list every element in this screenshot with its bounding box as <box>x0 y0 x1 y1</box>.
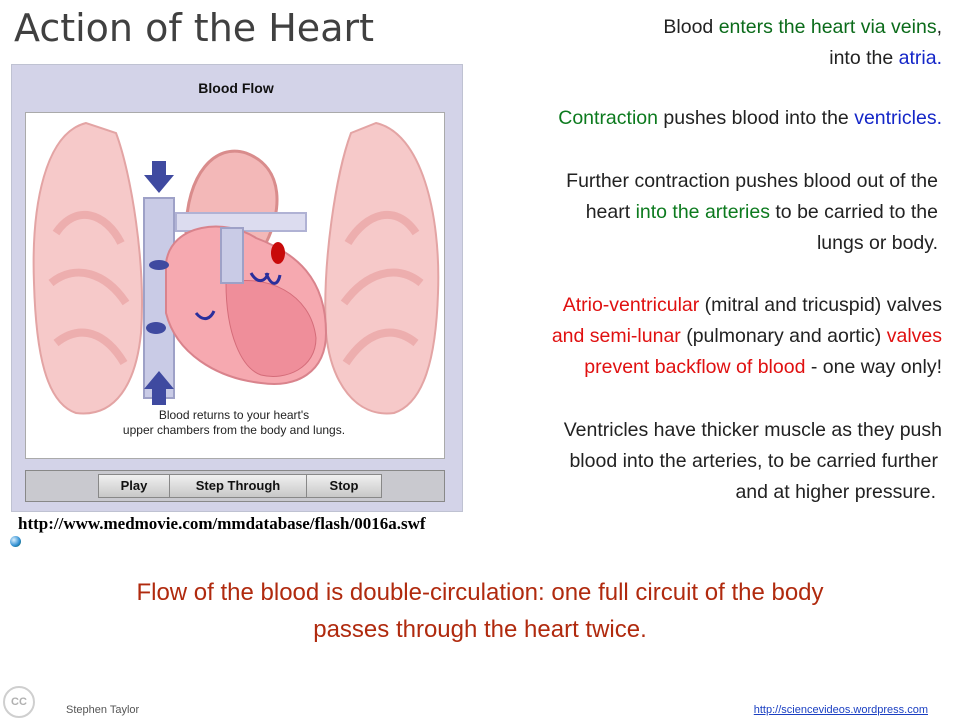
source-url[interactable]: http://www.medmovie.com/mmdatabase/flash… <box>18 514 426 533</box>
heart-illustration <box>32 121 440 415</box>
text-segment: prevent backflow of blood <box>584 356 806 378</box>
caption-line: upper chambers from the body and lungs. <box>122 423 346 437</box>
paragraph-ventricles: Ventricles have thicker muscle as they p… <box>564 415 942 508</box>
text-segment: lungs or body. <box>816 232 938 254</box>
flash-title: Blood Flow <box>198 80 274 96</box>
author-name: Stephen Taylor <box>66 704 140 716</box>
summary-line: Flow of the blood is double-circulation:… <box>136 579 824 606</box>
text-segment: (mitral and tricuspid) valves <box>699 294 942 316</box>
text-segment: - one way only! <box>805 356 942 378</box>
summary-line: passes through the heart twice. <box>313 616 647 643</box>
flash-controls: Play Step Through Stop <box>25 470 445 502</box>
text-segment: blood into the arteries, to be carried f… <box>569 450 938 472</box>
play-button[interactable]: Play <box>98 474 170 498</box>
text-segment: Further contraction pushes blood out of … <box>566 170 938 192</box>
flash-caption: Blood returns to your heart's upper cham… <box>25 408 443 438</box>
text-segment: valves <box>886 325 942 347</box>
text-segment: enters the heart via veins <box>718 16 937 38</box>
text-segment: into the arteries <box>635 201 770 223</box>
text-segment: Contraction <box>558 107 658 129</box>
paragraph-veins: Blood enters the heart via veins, into t… <box>663 12 942 74</box>
paragraph-valves: Atrio-ventricular (mitral and tricuspid)… <box>552 290 942 383</box>
caption-line: Blood returns to your heart's <box>158 408 310 422</box>
text-segment: . <box>936 107 942 129</box>
slide-title: Action of the Heart <box>14 6 374 50</box>
text-segment: ventricles <box>854 107 937 129</box>
text-segment: into the <box>829 47 899 69</box>
text-segment: atria. <box>898 47 942 69</box>
text-segment: , <box>936 16 942 38</box>
globe-icon <box>10 536 21 547</box>
text-segment: and at higher pressure. <box>735 481 936 503</box>
paragraph-further-contraction: Further contraction pushes blood out of … <box>566 166 938 259</box>
text-segment: pushes blood into the <box>657 107 855 129</box>
heart-diagram[interactable] <box>25 112 445 459</box>
text-segment: to be carried to the <box>769 201 938 223</box>
text-segment: Blood <box>663 16 719 38</box>
footer-link[interactable]: http://sciencevideos.wordpress.com <box>753 704 928 716</box>
text-segment: and semi-lunar <box>551 325 681 347</box>
paragraph-contraction: Contraction pushes blood into the ventri… <box>558 103 942 134</box>
step-through-button[interactable]: Step Through <box>169 474 307 498</box>
text-segment: Ventricles have thicker muscle as they p… <box>563 419 942 441</box>
creative-commons-icon: CC <box>3 686 35 718</box>
text-segment: (pulmonary and aortic) <box>680 325 887 347</box>
text-segment: heart <box>585 201 636 223</box>
text-segment: Atrio-ventricular <box>562 294 700 316</box>
summary-text: Flow of the blood is double-circulation:… <box>0 574 960 648</box>
stop-button[interactable]: Stop <box>306 474 382 498</box>
